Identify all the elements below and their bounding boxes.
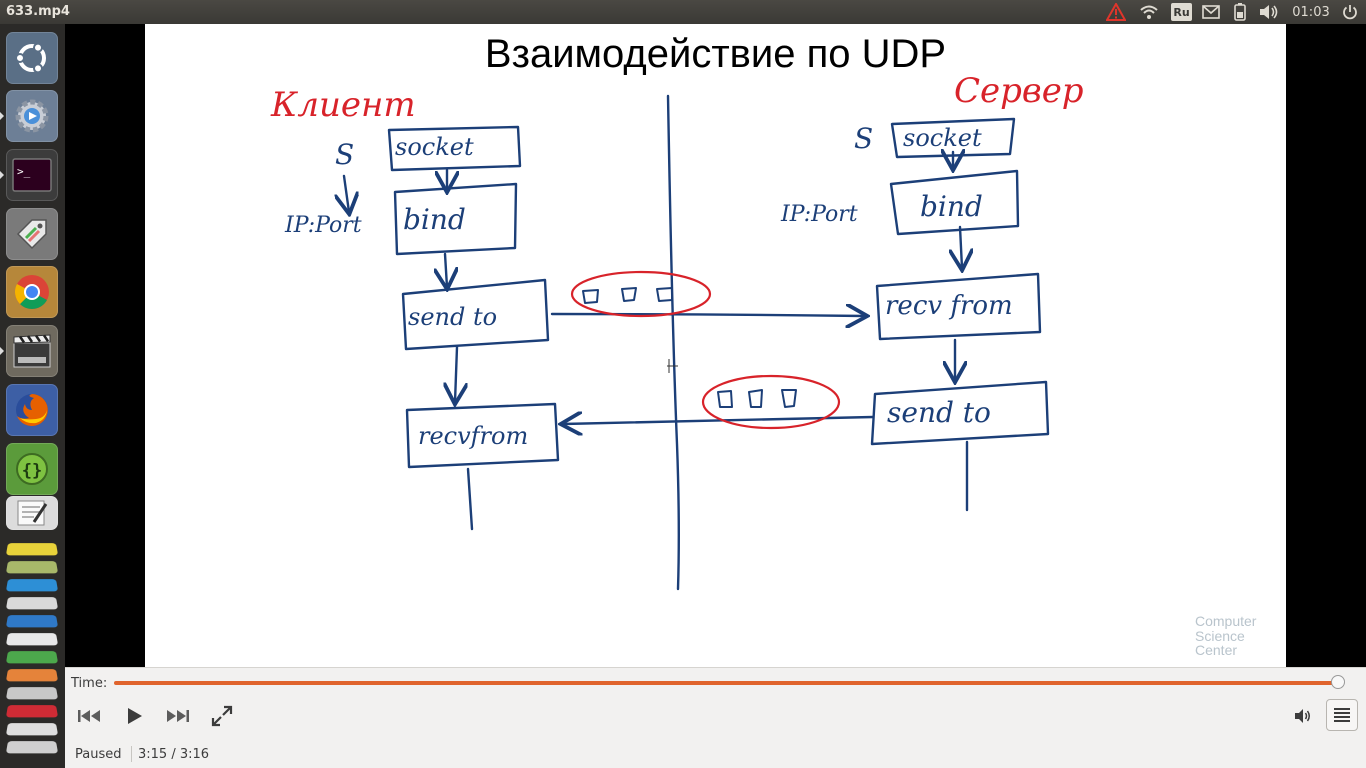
- stacked-launcher-icon[interactable]: [5, 579, 59, 592]
- player-controls: Time: Paused 3:15 / 3:16: [65, 667, 1366, 768]
- stacked-launcher-icon[interactable]: [5, 651, 59, 664]
- previous-button[interactable]: [77, 704, 103, 728]
- seek-bar[interactable]: [114, 681, 1344, 685]
- server-s-label: S: [854, 122, 873, 155]
- text-editor-icon[interactable]: [6, 496, 58, 530]
- client-addr-label: IP:Port: [284, 213, 362, 238]
- play-button[interactable]: [121, 704, 147, 728]
- warning-icon[interactable]: [1105, 3, 1127, 21]
- server-socket-box: [890, 117, 1016, 159]
- window-title: 633.mp4: [6, 4, 70, 19]
- stacked-launcher-icon[interactable]: [5, 633, 59, 646]
- skip-forward-icon: [167, 710, 189, 722]
- volume-icon[interactable]: [1258, 3, 1280, 21]
- stacked-launcher-icon[interactable]: [5, 561, 59, 574]
- stacked-launcher-icon[interactable]: [5, 615, 59, 628]
- whiteboard-drawing: socket bind send to recvfrom S IP:Port s…: [270, 71, 1084, 591]
- svg-text:>_: >_: [17, 165, 31, 178]
- client-s-label: S: [335, 138, 354, 171]
- system-settings-icon[interactable]: [6, 90, 58, 142]
- slide-title: Взаимодействие по UDP: [484, 32, 947, 76]
- svg-text:{}: {}: [22, 461, 42, 481]
- launcher: >_ {}: [0, 24, 65, 768]
- seek-handle[interactable]: [1330, 675, 1345, 689]
- server-sendto-label: send to: [887, 396, 991, 429]
- client-socket-box: [387, 125, 522, 172]
- fullscreen-icon: [211, 705, 233, 727]
- running-indicator: [0, 171, 4, 179]
- top-panel: 633.mp4 Ru 01:03: [0, 0, 1366, 24]
- skip-back-icon: [78, 710, 100, 722]
- divider-line: [666, 94, 680, 591]
- playback-status: Paused: [75, 747, 122, 762]
- server-addr-label: IP:Port: [780, 202, 858, 227]
- logo-line: Computer: [1195, 613, 1257, 629]
- client-sendto-label: send to: [408, 303, 497, 331]
- stacked-launcher-icon[interactable]: [5, 687, 59, 700]
- chrome-icon[interactable]: [6, 266, 58, 318]
- mail-icon[interactable]: [1200, 3, 1222, 21]
- next-button[interactable]: [164, 704, 190, 728]
- stacked-launcher-icon[interactable]: [5, 669, 59, 682]
- stacked-launcher-icon[interactable]: [5, 543, 59, 556]
- client-socket-label: socket: [395, 133, 474, 161]
- speaker-icon: [1295, 709, 1310, 723]
- stacked-launcher-icon[interactable]: [5, 597, 59, 610]
- firefox-icon[interactable]: [6, 384, 58, 436]
- lecture-slide: Взаимодействие по UDP: [145, 24, 1286, 667]
- server-recvfrom-label: recv from: [885, 291, 1013, 321]
- video-canvas[interactable]: Взаимодействие по UDP: [65, 24, 1366, 667]
- logo-line: Science: [1195, 627, 1245, 644]
- server-recvfrom-box: [875, 272, 1042, 341]
- battery-icon[interactable]: [1231, 3, 1249, 21]
- keyboard-layout-indicator[interactable]: Ru: [1171, 3, 1192, 21]
- time-label: Time:: [71, 676, 108, 691]
- volume-button[interactable]: [1290, 704, 1316, 728]
- ubuntu-dash-icon[interactable]: [6, 32, 58, 84]
- client-heading: Клиент: [270, 85, 416, 125]
- logo-line: Center: [1195, 642, 1238, 658]
- play-icon: [128, 708, 142, 724]
- server-heading: Сервер: [954, 71, 1084, 111]
- crosshair-cursor-icon: [667, 359, 678, 373]
- client-recvfrom-box: [405, 402, 560, 469]
- server-socket-label: socket: [903, 124, 982, 152]
- server-bind-label: bind: [920, 190, 983, 223]
- hamburger-menu-icon: [1334, 708, 1350, 722]
- terminal-icon[interactable]: >_: [6, 149, 58, 201]
- clock[interactable]: 01:03: [1292, 4, 1330, 20]
- power-icon[interactable]: [1340, 3, 1360, 21]
- video-player-icon[interactable]: [6, 325, 58, 377]
- menu-button[interactable]: [1326, 699, 1358, 731]
- running-indicator: [0, 112, 4, 120]
- server-sendto-box: [870, 380, 1050, 446]
- status-divider: [131, 746, 132, 762]
- server-bind-box: [889, 169, 1020, 236]
- csc-logo: Computer Science Center: [1195, 614, 1256, 658]
- stacked-launcher-icon[interactable]: [5, 741, 59, 754]
- packet-group-ellipse: [570, 270, 712, 318]
- datagram-arrow-to-server: [550, 314, 865, 316]
- stacked-launcher-icon[interactable]: [5, 723, 59, 736]
- client-sendto-box: [401, 278, 550, 351]
- code-editor-icon[interactable]: {}: [6, 443, 58, 495]
- client-bind-label: bind: [403, 203, 466, 236]
- client-bind-box: [393, 182, 518, 256]
- tag-icon[interactable]: [6, 208, 58, 260]
- stacked-launcher-icon[interactable]: [5, 705, 59, 718]
- client-recvfrom-label: recvfrom: [418, 422, 528, 450]
- wifi-icon[interactable]: [1137, 3, 1161, 21]
- packet-group-ellipse: [701, 374, 841, 430]
- fullscreen-button[interactable]: [209, 704, 235, 728]
- running-indicator: [0, 347, 4, 355]
- playback-position: 3:15 / 3:16: [138, 747, 210, 762]
